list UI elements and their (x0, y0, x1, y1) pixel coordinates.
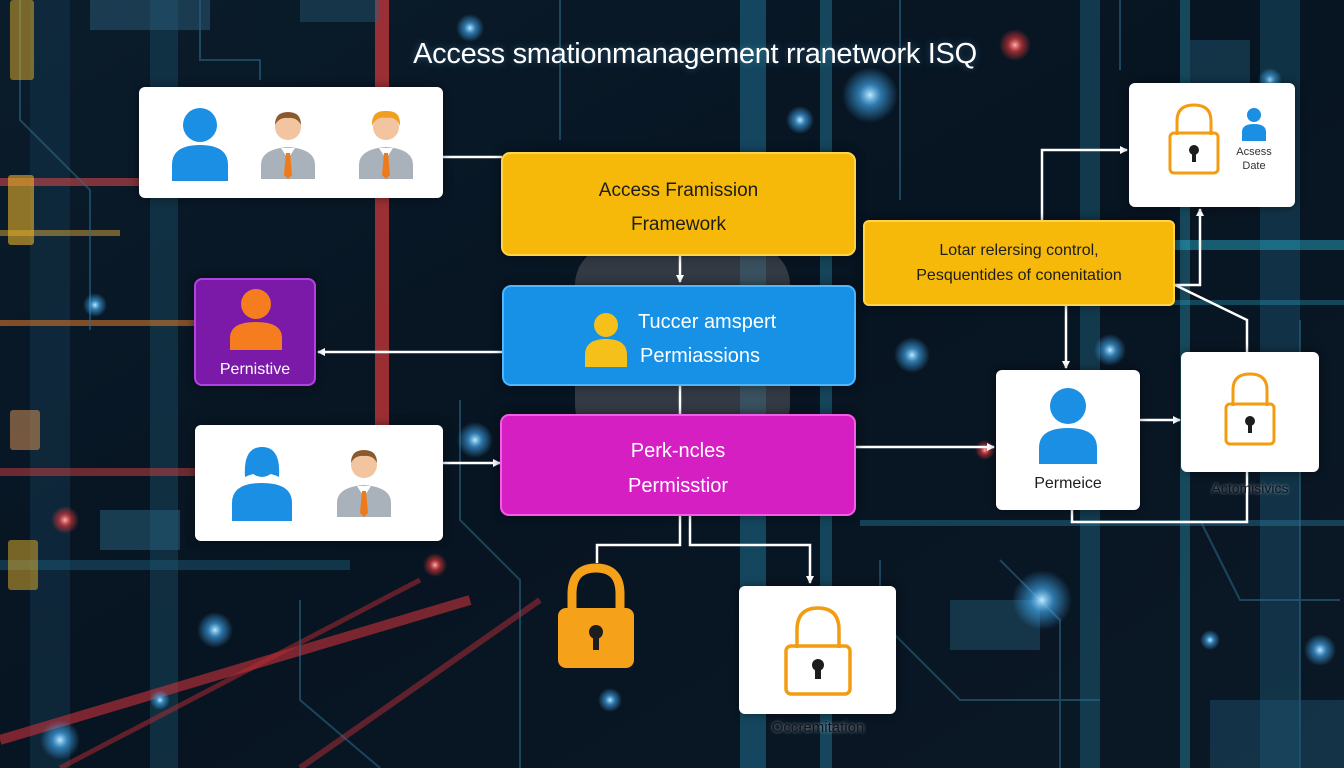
permission-core-line2: Permisstior (627, 475, 728, 497)
user-icon (1039, 388, 1097, 464)
permeice-box[interactable]: Permeice (996, 370, 1140, 510)
framework-node[interactable]: Access Framission Framework (501, 152, 856, 256)
permissive-label: Pernistive (219, 361, 291, 378)
actomisivics-label: Actomisivics (1211, 480, 1289, 496)
permission-core-node[interactable]: Perk-ncles Permisstior (500, 414, 856, 516)
occremitation-box[interactable] (739, 586, 896, 714)
occremitation-label: Occremitation (771, 719, 865, 736)
control-line1: Lotar relersing control, (939, 242, 1099, 259)
users-group-box (139, 87, 443, 198)
lock-icon (784, 606, 852, 696)
user-icon (172, 108, 228, 181)
user-icon (585, 313, 627, 367)
orange-lock-icon (558, 563, 634, 668)
framework-line2: Framework (630, 214, 726, 235)
permissions-line1: Tuccer amspert (638, 311, 777, 333)
user-icon (1242, 108, 1266, 141)
permissions-node[interactable]: Tuccer amspert Permiassions (502, 285, 856, 386)
users-pair-box (195, 425, 443, 541)
access-date-line1: Acsess (1236, 146, 1272, 158)
lock-icon (1224, 372, 1276, 446)
permeice-label: Permeice (1034, 475, 1102, 492)
access-date-line2: Date (1242, 160, 1266, 172)
permissive-node[interactable]: Pernistive (194, 278, 316, 386)
permission-core-line1: Perk-ncles (630, 440, 726, 462)
access-date-box[interactable]: Acsess Date (1129, 83, 1295, 207)
diagram-title: Access smationmanagement rranetwork ISQ (413, 38, 977, 70)
businessman-icon (337, 450, 391, 517)
control-line2: Pesquentides of conenitation (916, 267, 1122, 284)
lock-icon (1168, 103, 1220, 175)
actomisivics-box[interactable] (1181, 352, 1319, 472)
control-node[interactable]: Lotar relersing control, Pesquentides of… (863, 220, 1175, 306)
woman-user-icon (232, 447, 292, 521)
permissions-line2: Permiassions (640, 345, 761, 367)
user-icon (230, 289, 282, 350)
businessman-icon (359, 110, 413, 179)
framework-line1: Access Framission (598, 180, 759, 201)
businessman-icon (261, 112, 315, 179)
